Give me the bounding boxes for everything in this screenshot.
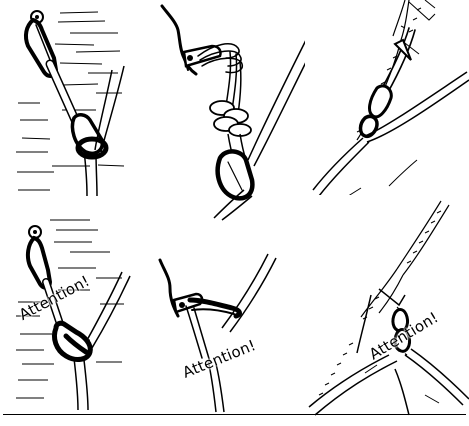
carabiner (218, 151, 253, 198)
slab-hatching (319, 211, 441, 395)
lower-carabiner (54, 323, 90, 359)
panel-top-middle (156, 0, 312, 220)
quickdraw-sling (50, 64, 76, 122)
panel-top-right-drawing (305, 0, 469, 210)
bottom-rule (3, 414, 466, 415)
carabiner-lower (361, 116, 378, 136)
panel-top-left (0, 0, 156, 200)
slab-hatching (357, 8, 421, 132)
panel-bottom-middle (156, 248, 312, 413)
hanger (184, 46, 221, 66)
panel-bottom-right (305, 195, 469, 417)
bolt-hanger (29, 226, 41, 238)
panel-bottom-middle-drawing (156, 248, 312, 413)
lower-rock (345, 160, 417, 198)
knot (210, 101, 251, 136)
panel-top-right (305, 0, 469, 210)
carabiner-upper (370, 86, 392, 117)
rope (208, 254, 276, 412)
panel-bottom-right-drawing (305, 195, 469, 417)
rock-slab (361, 201, 449, 317)
lower-rock-lines (365, 365, 439, 403)
rope (309, 349, 469, 415)
panel-top-left-drawing (0, 0, 156, 200)
panel-top-middle-drawing (156, 0, 312, 220)
